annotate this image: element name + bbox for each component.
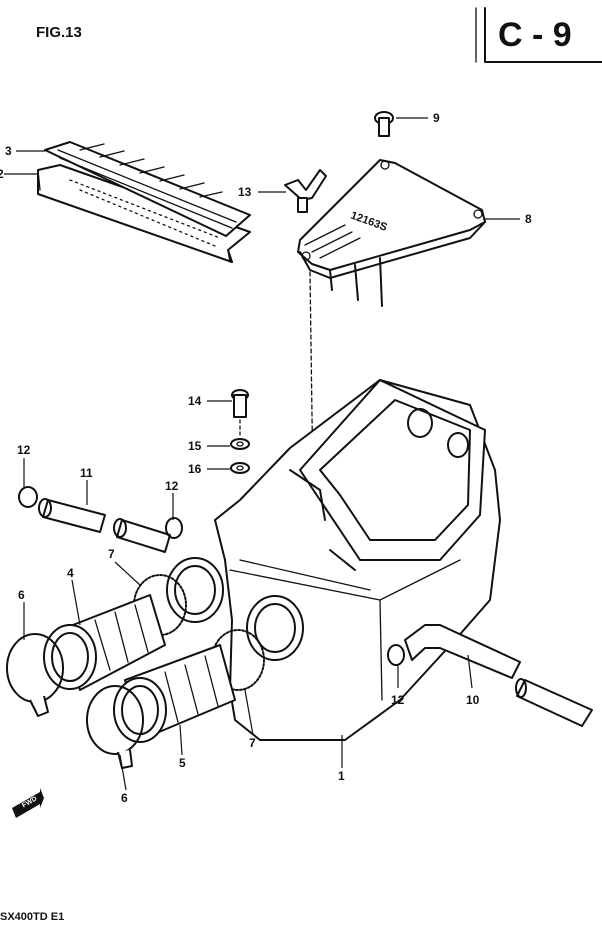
forward-arrow-icon: FWD	[12, 788, 44, 818]
part-12-clip-middle	[165, 517, 183, 539]
part-12-clip-right	[387, 644, 405, 666]
callout-13: 13	[238, 185, 252, 199]
callout-4: 4	[67, 566, 74, 580]
part-9-screw	[374, 111, 394, 137]
part-12-clip-left	[18, 486, 38, 508]
callout-16: 16	[188, 462, 202, 476]
part-15-washer	[230, 438, 250, 450]
part-14-bolt	[231, 389, 249, 418]
callout-3: 3	[5, 144, 12, 158]
callout-leaders	[4, 117, 520, 791]
part-13-wing-bolt	[284, 169, 327, 213]
section-code: C - 9	[498, 16, 572, 54]
part-1-air-cleaner-case	[214, 379, 501, 741]
callout-11: 11	[80, 466, 93, 480]
callout-9: 9	[433, 111, 440, 125]
callout-7-lower: 7	[249, 736, 256, 750]
callout-12-right: 12	[391, 693, 405, 707]
callout-6-lower: 6	[121, 791, 128, 805]
section-code-box: C - 9	[475, 7, 602, 63]
callout-12-left: 12	[17, 443, 31, 457]
callout-8: 8	[525, 212, 532, 226]
part-5-intake-boot-lower	[113, 644, 236, 743]
callout-15: 15	[188, 439, 202, 453]
part-3-filter-mesh	[44, 141, 251, 237]
part-8-air-cleaner-cover: 12163S	[297, 159, 486, 307]
part-16-washer	[230, 462, 250, 474]
callout-14: 14	[188, 394, 202, 408]
callout-12-middle: 12	[165, 479, 179, 493]
callout-6-upper: 6	[18, 588, 25, 602]
callout-7-upper: 7	[108, 547, 115, 561]
callout-2: 2	[0, 167, 4, 181]
part-6-hose-clamp-upper	[6, 633, 64, 717]
part-11-hose-upper	[38, 498, 171, 553]
callout-1: 1	[338, 769, 345, 783]
callout-10: 10	[466, 693, 480, 707]
part-10-drain-hose	[404, 624, 593, 727]
figure-label: FIG.13	[36, 24, 82, 41]
case-inlet-ports	[166, 557, 304, 661]
callout-5: 5	[179, 756, 186, 770]
model-code: SX400TD E1	[0, 911, 64, 923]
part-2-filter-element	[37, 164, 251, 263]
part-4-intake-boot-upper	[43, 594, 166, 691]
